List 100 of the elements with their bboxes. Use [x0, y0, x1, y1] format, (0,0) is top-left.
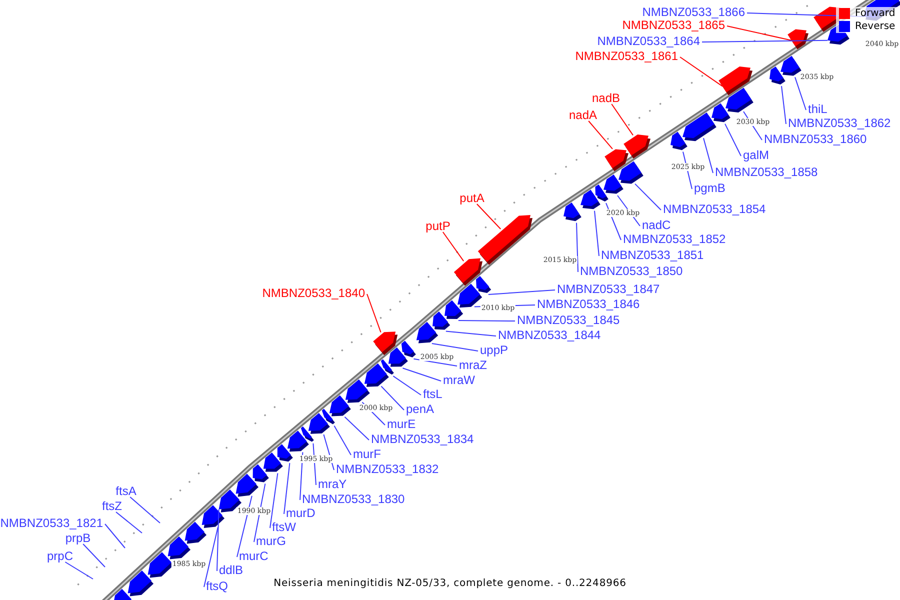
gene-block	[604, 174, 624, 194]
leader-line	[476, 204, 502, 230]
gene-label: prpB	[65, 531, 91, 545]
gene-label: ddlB	[219, 563, 244, 577]
leader-line	[270, 472, 278, 528]
gene-block	[780, 56, 802, 76]
leader-line	[402, 368, 442, 382]
leader-line	[588, 120, 613, 150]
gene-label: NMBNZ0533_1860	[764, 132, 867, 146]
leader-line	[458, 320, 516, 322]
gene-label: nadA	[568, 108, 598, 122]
gene-label: prpC	[47, 549, 73, 563]
gene-label: ftsL	[423, 387, 442, 401]
gene-label: murD	[286, 506, 316, 520]
gene-label: putP	[426, 219, 450, 233]
gene-block	[788, 29, 808, 50]
legend-label: Forward	[855, 8, 896, 19]
gene-block	[236, 474, 258, 497]
gene-block	[202, 505, 224, 528]
gene-label: NMBNZ0533_1854	[663, 202, 766, 216]
leader-line	[82, 544, 106, 568]
leader-line	[442, 232, 464, 262]
leader-line	[344, 416, 370, 440]
gene-label: pgmB	[694, 181, 726, 195]
leader-line	[445, 330, 496, 336]
gene-label: murF	[353, 447, 381, 461]
gene-label: nadC	[642, 218, 671, 232]
gene-label: NMBNZ0533_1821	[0, 516, 103, 530]
leader-line	[334, 425, 352, 456]
legend-label: Reverse	[855, 21, 896, 32]
gene-label: NMBNZ0533_1858	[715, 165, 818, 179]
gene-label: ftsQ	[206, 579, 228, 593]
gene-label: NMBNZ0533_1852	[623, 232, 726, 246]
leader-line	[488, 290, 556, 295]
gene-label: mraZ	[459, 358, 487, 372]
gene-label: NMBNZ0533_1846	[537, 297, 640, 311]
gene-label: NMBNZ0533_1864	[597, 34, 700, 48]
leader-line	[576, 222, 578, 272]
gene-block	[624, 134, 650, 158]
gene-block	[401, 340, 416, 358]
gene-label: murG	[256, 534, 286, 548]
gene-block	[604, 149, 628, 172]
gene-block	[345, 379, 370, 403]
gene-block	[618, 161, 644, 184]
gene-label: NMBNZ0533_1847	[557, 282, 660, 296]
gene-label: NMBNZ0533_1866	[642, 5, 745, 19]
leader-line	[104, 524, 126, 548]
gene-label: NMBNZ0533_1851	[601, 248, 704, 262]
gene-block	[128, 570, 154, 596]
leader-line	[594, 210, 600, 256]
leader-line	[781, 86, 786, 124]
gene-label: nadB	[592, 91, 620, 105]
gene-label: NMBNZ0533_1832	[336, 462, 439, 476]
leader-line	[216, 508, 220, 572]
gene-label: mraY	[318, 477, 347, 491]
gene-block	[476, 276, 492, 293]
leader-line	[254, 483, 266, 542]
gene-label: NMBNZ0533_1830	[302, 492, 405, 506]
gene-block	[184, 522, 206, 544]
leader-line	[366, 294, 382, 333]
leader-line	[204, 526, 218, 588]
gene-label: galM	[743, 148, 770, 162]
gene-label: NMBNZ0533_1865	[622, 18, 725, 32]
gene-block	[718, 66, 752, 96]
gene-label: NMBNZ0533_1862	[788, 116, 891, 130]
gene-label: ftsZ	[102, 499, 122, 513]
gene-label: ftsA	[116, 484, 136, 498]
leader-line	[611, 104, 634, 136]
leader-line	[392, 376, 422, 396]
caption: Neisseria meningitidis NZ-05/33, complete genome. - 0..2248966	[274, 578, 626, 589]
gene-block	[168, 536, 190, 560]
leader-line	[726, 26, 792, 41]
leader-line	[116, 512, 142, 534]
leader-line	[431, 343, 478, 352]
gene-block	[682, 112, 716, 142]
gene-block	[564, 202, 582, 222]
leader-line	[380, 386, 404, 410]
gene-label: putA	[460, 191, 484, 205]
gene-label: ftsW	[272, 520, 296, 534]
gene-block	[478, 215, 532, 265]
leader-line	[130, 496, 160, 524]
gene-label: NMBNZ0533_1861	[575, 49, 678, 63]
leader-line	[236, 495, 252, 558]
leader-line	[703, 138, 714, 174]
leader-line	[724, 123, 742, 156]
gene-label: NMBNZ0533_1840	[262, 286, 365, 300]
gene-label: NMBNZ0533_1845	[517, 313, 620, 327]
leader-line	[413, 358, 458, 366]
gene-label: penA	[406, 402, 434, 416]
gene-label: uppP	[480, 343, 508, 357]
gene-block	[454, 258, 482, 286]
gene-label: NMBNZ0533_1844	[498, 328, 601, 342]
gene-block	[329, 395, 351, 416]
leader-line	[702, 40, 828, 42]
leader-line	[64, 562, 94, 580]
gene-label: mraW	[443, 373, 475, 387]
gene-label: NMBNZ0533_1850	[580, 264, 683, 278]
leader-line	[634, 183, 662, 210]
leader-line	[284, 462, 290, 514]
leader-line	[680, 56, 723, 87]
